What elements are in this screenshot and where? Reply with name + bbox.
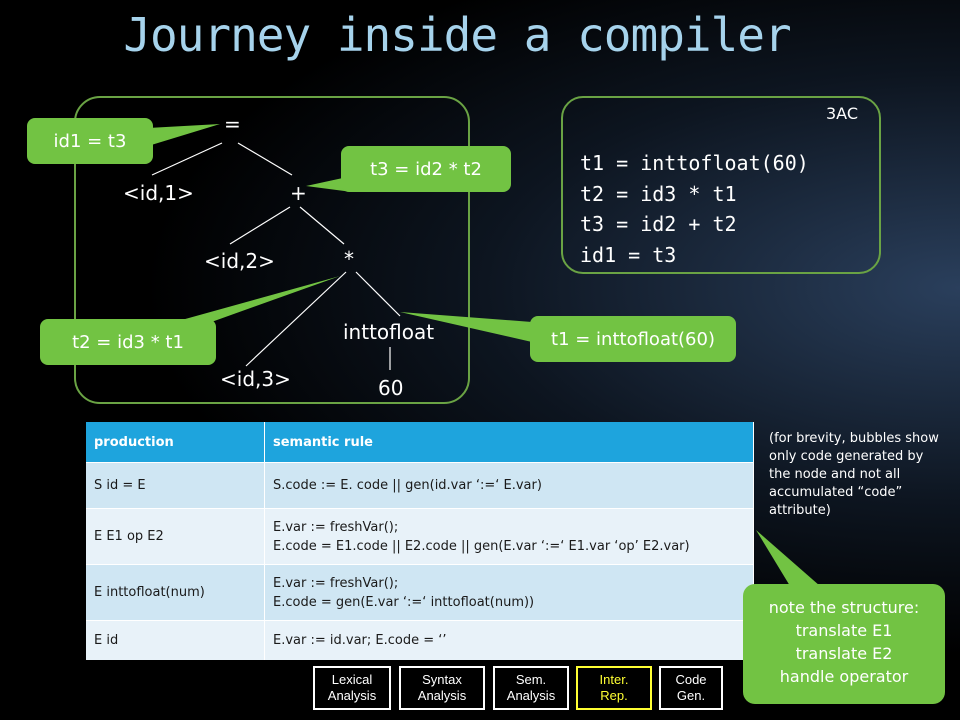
tac-label: 3AC <box>826 104 859 123</box>
production-cell: S id = E <box>86 462 265 509</box>
tree-node-id3: <id,3> <box>220 367 291 391</box>
rule-line: E.code = gen(E.var ‘:=‘ inttofloat(num)) <box>273 594 535 610</box>
bubble-pointer-inttofloat <box>400 312 532 342</box>
tree-node-times: * <box>344 247 354 271</box>
tree-node-id1: <id,1> <box>123 181 194 205</box>
semantic-rules-table: production semantic rule S id = E S.code… <box>86 422 754 660</box>
phase-code-generation[interactable]: Code Gen. <box>659 666 723 710</box>
edge-times-inttofloat <box>355 271 401 317</box>
rule-cell: S.code := E. code || gen(id.var ‘:=‘ E.v… <box>264 462 754 509</box>
tree-node-id2: <id,2> <box>204 249 275 273</box>
structure-line: note the structure: <box>768 598 920 617</box>
phase-label: Sem. <box>515 672 547 687</box>
phase-label: Gen. <box>676 688 706 703</box>
tac-line: t2 = id3 * t1 <box>580 181 737 206</box>
brevity-note: (for brevity, bubbles show only code gen… <box>769 431 939 518</box>
tac-code: t1 = inttofloat(60) t2 = id3 * t1 t3 = i… <box>580 148 809 270</box>
structure-note-bubble: note the structure: translate E1 transla… <box>743 584 945 704</box>
phase-label: Analysis <box>506 688 556 703</box>
structure-line: handle operator <box>779 667 909 686</box>
phase-syntax-analysis[interactable]: Syntax Analysis <box>399 666 485 710</box>
edge-times-id3 <box>245 271 347 367</box>
table-row: E inttofloat(num) E.var := freshVar(); E… <box>86 564 754 621</box>
edge-assign-plus <box>237 142 293 176</box>
production-cell: E E1 op E2 <box>86 508 265 565</box>
structure-line: translate E1 <box>795 621 893 640</box>
rule-cell: E.var := id.var; E.code = ‘’ <box>264 620 754 660</box>
three-address-code-panel <box>561 96 881 274</box>
phase-label: Code <box>675 672 707 687</box>
phase-label: Lexical <box>331 672 373 687</box>
rule-line: E.var := freshVar(); <box>273 575 399 591</box>
table-row: E id E.var := id.var; E.code = ‘’ <box>86 620 754 660</box>
table-row: E E1 op E2 E.var := freshVar(); E.code =… <box>86 508 754 565</box>
bubble-assign: id1 = t3 <box>27 118 153 164</box>
parse-tree-panel <box>74 96 470 404</box>
tac-line: t3 = id2 + t2 <box>580 212 737 236</box>
structure-line: translate E2 <box>795 644 893 663</box>
production-cell: E id <box>86 620 265 660</box>
phase-label: Syntax <box>422 672 462 687</box>
phase-label: Inter. <box>599 672 629 687</box>
tac-line: id1 = t3 <box>580 242 677 267</box>
bubble-plus: t3 = id2 * t2 <box>341 146 511 192</box>
tac-line: t1 = inttofloat(60) <box>580 151 809 175</box>
phase-intermediate-representation[interactable]: Inter. Rep. <box>576 666 652 710</box>
tree-node-60: 60 <box>378 376 404 400</box>
rule-line: E.var := freshVar(); <box>273 519 399 535</box>
column-header-production: production <box>86 422 265 463</box>
phase-semantic-analysis[interactable]: Sem. Analysis <box>493 666 569 710</box>
edge-plus-times <box>299 206 345 245</box>
rule-cell: E.var := freshVar(); E.code = gen(E.var … <box>264 564 754 621</box>
bubble-pointer-assign <box>148 124 220 146</box>
rule-line: S.code := E. code || gen(id.var ‘:=‘ E.v… <box>273 478 542 493</box>
tree-node-inttofloat: inttofloat <box>343 320 435 344</box>
tree-node-assign: = <box>224 112 241 136</box>
bubble-times: t2 = id3 * t1 <box>40 319 216 365</box>
phase-label: Rep. <box>600 688 628 703</box>
bubble-pointer-structure <box>756 530 820 586</box>
table-header-row: production semantic rule <box>86 422 754 463</box>
edge-assign-id1 <box>151 142 223 176</box>
rule-line: E.var := id.var; E.code = ‘’ <box>273 633 447 648</box>
production-cell: E inttofloat(num) <box>86 564 265 621</box>
column-header-semantic-rule: semantic rule <box>264 422 754 463</box>
phase-label: Analysis <box>417 688 467 703</box>
table-row: S id = E S.code := E. code || gen(id.var… <box>86 462 754 509</box>
slide-title: Journey inside a compiler <box>123 8 791 62</box>
phase-label: Analysis <box>327 688 377 703</box>
phase-lexical-analysis[interactable]: Lexical Analysis <box>313 666 391 710</box>
edge-plus-id2 <box>229 206 291 245</box>
bubble-inttofloat: t1 = inttofloat(60) <box>530 316 736 362</box>
rule-line: E.code = E1.code || E2.code || gen(E.var… <box>273 538 690 554</box>
bubble-pointer-plus <box>306 176 352 192</box>
tree-node-plus: + <box>290 181 307 205</box>
rule-cell: E.var := freshVar(); E.code = E1.code ||… <box>264 508 754 565</box>
